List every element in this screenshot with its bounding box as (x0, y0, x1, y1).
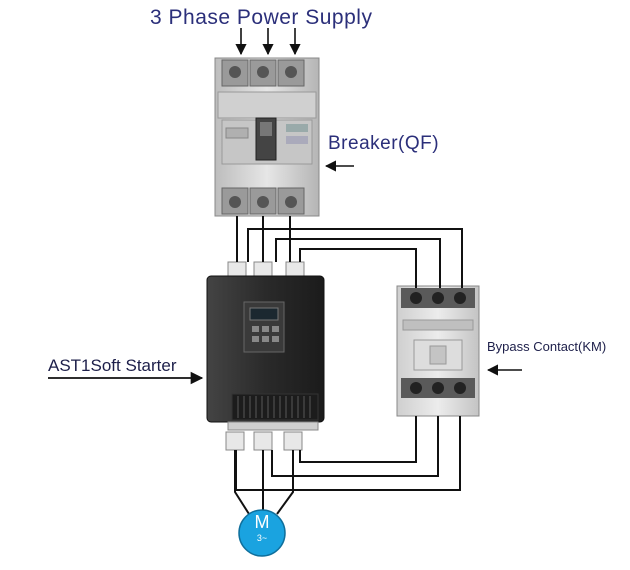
soft-starter-device (206, 261, 325, 451)
motor-phase: 3~ (256, 533, 268, 543)
motor-symbol (238, 509, 286, 557)
supply-arrows (235, 28, 301, 56)
breaker-device (214, 57, 320, 217)
diagram-title: 3 Phase Power Supply (150, 6, 373, 29)
bypass-contactor-device (396, 285, 480, 417)
breaker-label: Breaker(QF) (328, 133, 440, 154)
motor-label: M 3~ (238, 511, 286, 555)
motor-letter: M (254, 512, 270, 532)
bypass-contact-label: Bypass Contact(KM) (487, 339, 607, 354)
wiring (234, 216, 463, 515)
soft-starter-label: AST1Soft Starter (48, 356, 177, 375)
